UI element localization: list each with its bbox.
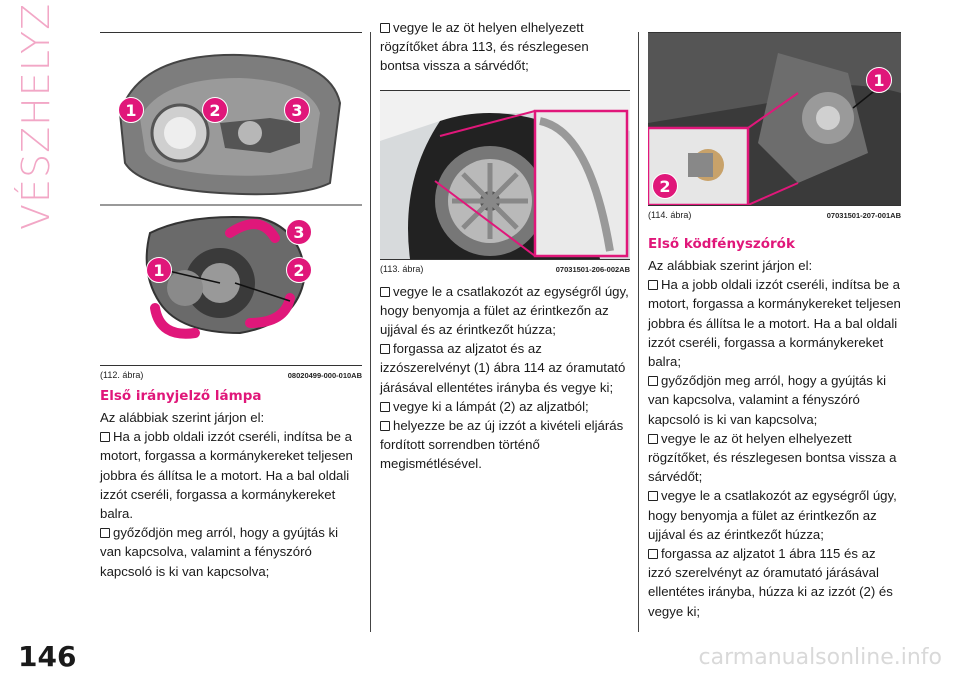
column-1: 1 2 3 3 1 2 (112. ábra) 08020499-000-010…	[100, 32, 362, 581]
figure-113	[380, 89, 630, 260]
checkbox-bullet-icon	[380, 421, 390, 432]
page-number: 146	[18, 640, 77, 673]
list-item: győződjön meg arról, hogy a gyújtás ki v…	[648, 373, 887, 427]
checkbox-bullet-icon	[648, 549, 658, 560]
list-item: vegye le a csatlakozót az egységről úgy,…	[380, 283, 629, 338]
list-item: vegye le az öt helyen elhelyezett rögzít…	[380, 20, 589, 74]
callout-3: 3	[284, 97, 310, 123]
list-item: Ha a jobb oldali izzót cseréli, indítsa …	[648, 277, 901, 370]
list-item: vegye le az öt helyen elhelyezett rögzít…	[648, 430, 897, 485]
list-item: helyezze be az új izzót a kivételi eljár…	[380, 418, 624, 472]
checkbox-bullet-icon	[380, 401, 390, 412]
checkbox-bullet-icon	[380, 23, 390, 33]
list-item: vegye le a csatlakozót az egységről úgy,…	[648, 488, 897, 542]
callout-2: 2	[202, 97, 228, 123]
section-heading: Első ködfényszórók	[648, 236, 795, 252]
figure-label: (112. ábra)	[100, 370, 144, 380]
checkbox-bullet-icon	[648, 433, 658, 444]
checkbox-bullet-icon	[380, 344, 390, 355]
figure-code: 07031501-206-002AB	[555, 264, 630, 274]
section-heading: Első irányjelző lámpa	[100, 388, 262, 404]
list-item: vegye ki a lámpát (2) az aljzatból;	[380, 397, 630, 416]
figure-112: 1 2 3 3 1 2	[100, 32, 362, 366]
intro-text: Az alábbiak szerint járjon el:	[100, 410, 265, 425]
figure-caption: (114. ábra) 07031501-207-001AB	[648, 206, 901, 222]
watermark: carmanualsonline.info	[698, 645, 942, 670]
checkbox-bullet-icon	[648, 376, 658, 387]
wheel-arch-illustration	[380, 90, 630, 259]
fog-lamp-photo: 1 2	[648, 33, 901, 205]
figure-caption: (113. ábra) 07031501-206-002AB	[380, 260, 630, 276]
checkbox-bullet-icon	[380, 286, 390, 297]
list-item: forgassa az aljzatot és az izzószerelvén…	[380, 341, 626, 395]
figure-code: 07031501-207-001AB	[826, 211, 901, 220]
column-2: vegye le az öt helyen elhelyezett rögzít…	[380, 18, 630, 474]
section-tab: VÉSZHELYZETBEN	[14, 0, 58, 230]
list-item: Ha a jobb oldali izzót cseréli, indítsa …	[100, 429, 353, 522]
headlamp-photo: 1 2 3 3 1 2	[100, 33, 362, 365]
callout-2: 2	[286, 257, 312, 283]
callout-1: 1	[146, 257, 172, 283]
list-item: győződjön meg arról, hogy a gyújtás ki v…	[100, 525, 339, 579]
callout-1: 1	[118, 97, 144, 123]
figure-label: (114. ábra)	[648, 210, 692, 220]
checkbox-bullet-icon	[648, 491, 658, 502]
figure-code: 08020499-000-010AB	[287, 371, 362, 380]
callout-3: 3	[286, 219, 312, 245]
intro-text: Az alábbiak szerint járjon el:	[648, 258, 813, 273]
figure-label: (113. ábra)	[380, 263, 424, 274]
column-3: 1 2 (114. ábra) 07031501-207-001AB Első …	[648, 32, 901, 621]
callout-2: 2	[652, 173, 678, 199]
wheel-arch-photo	[380, 90, 630, 259]
figure-caption: (112. ábra) 08020499-000-010AB	[100, 366, 362, 382]
checkbox-bullet-icon	[100, 432, 110, 443]
list-item: forgassa az aljzatot 1 ábra 115 és az iz…	[648, 546, 893, 619]
checkbox-bullet-icon	[648, 280, 658, 291]
callout-1: 1	[866, 67, 892, 93]
figure-114: 1 2	[648, 32, 901, 206]
column-divider	[638, 32, 639, 632]
checkbox-bullet-icon	[100, 528, 110, 539]
headlamp-illustration	[100, 33, 362, 365]
column-divider	[370, 32, 371, 632]
fog-lamp-illustration	[648, 33, 901, 205]
